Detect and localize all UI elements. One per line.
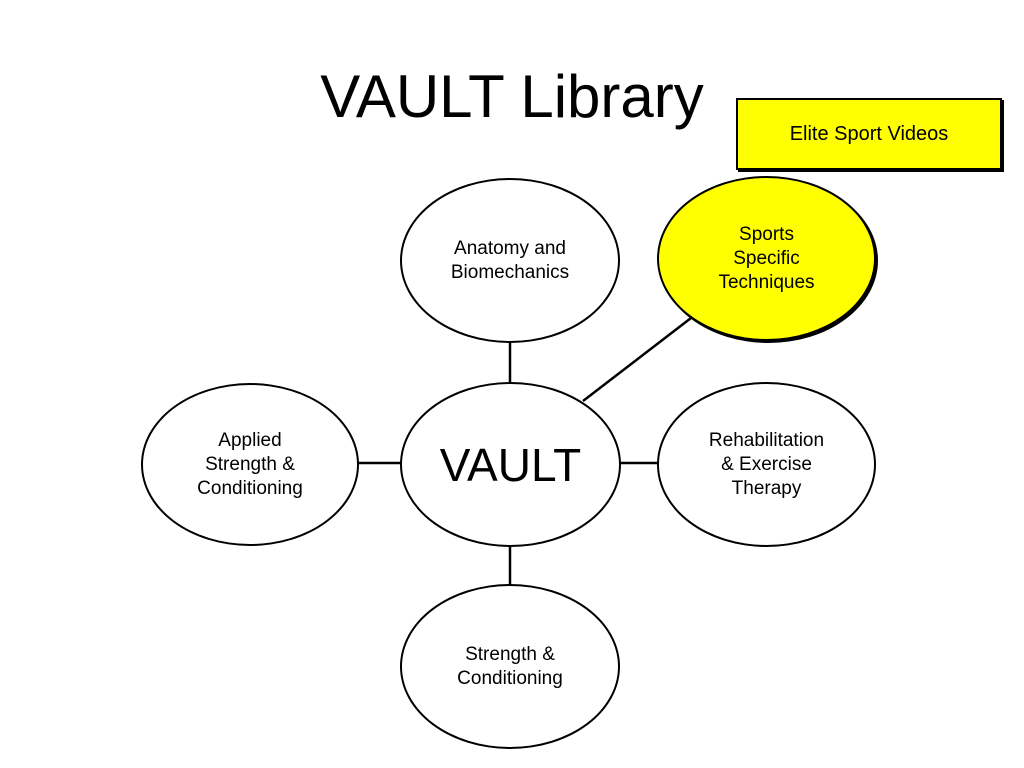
elite-sport-videos-callout[interactable]: Elite Sport Videos [736, 98, 1002, 170]
node-label: Rehabilitation & Exercise Therapy [708, 429, 825, 499]
node-label: Applied Strength & Conditioning [197, 429, 303, 499]
callout-label: Elite Sport Videos [789, 122, 949, 145]
node-sports-specific-techniques[interactable]: Sports Specific Techniques [657, 176, 876, 341]
node-label: VAULT [439, 438, 582, 491]
node-label: Sports Specific Techniques [718, 223, 815, 293]
node-applied-strength-conditioning[interactable]: Applied Strength & Conditioning [141, 383, 359, 546]
node-vault-center[interactable]: VAULT [400, 382, 621, 547]
slide-title: VAULT Library [320, 63, 704, 130]
connector-top-right [582, 317, 692, 402]
node-strength-conditioning[interactable]: Strength & Conditioning [400, 584, 620, 749]
node-label: Strength & Conditioning [457, 643, 563, 689]
node-label: Anatomy and Biomechanics [450, 237, 570, 283]
node-rehabilitation-exercise-therapy[interactable]: Rehabilitation & Exercise Therapy [657, 382, 876, 547]
node-anatomy-biomechanics[interactable]: Anatomy and Biomechanics [400, 178, 620, 343]
